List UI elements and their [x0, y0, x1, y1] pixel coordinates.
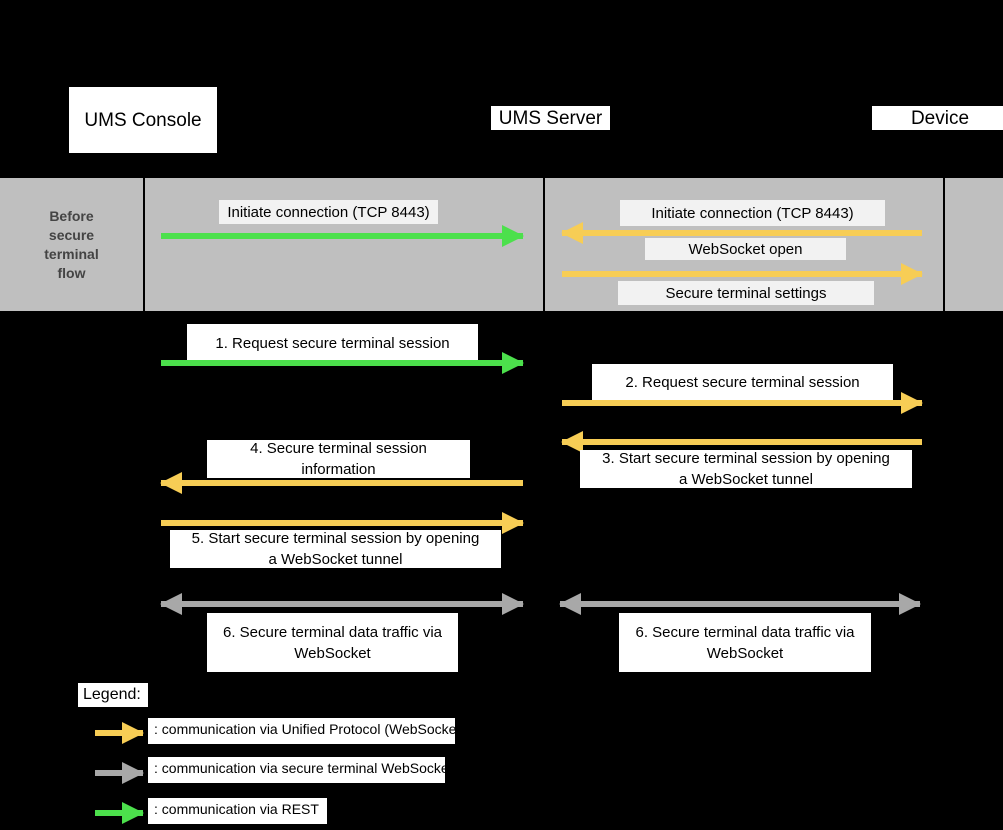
- band-label-secure-terminal-settings: Secure terminal settings: [618, 281, 874, 305]
- arrow-shaft: [95, 810, 143, 816]
- step-6-left-label: 6. Secure terminal data traffic via WebS…: [207, 613, 458, 672]
- arrow-head-right-icon: [901, 263, 923, 285]
- band-label-initiate-connection-console: Initiate connection (TCP 8443): [219, 200, 438, 224]
- legend-title: Legend:: [78, 683, 148, 707]
- arrow-head-right-icon: [122, 802, 144, 824]
- step-4-label: 4. Secure terminal session information: [207, 440, 470, 478]
- arrow-shaft: [560, 601, 920, 607]
- step-6-right-label: 6. Secure terminal data traffic via WebS…: [619, 613, 871, 672]
- arrow-shaft: [161, 601, 523, 607]
- arrow-shaft: [95, 730, 143, 736]
- arrow-head-left-icon: [559, 593, 581, 615]
- arrow-head-right-icon: [502, 225, 524, 247]
- participant-ums-console-label: UMS Console: [84, 109, 202, 131]
- legend-label-unified: : communication via Unified Protocol (We…: [148, 718, 465, 744]
- participant-ums-server: UMS Server: [491, 106, 610, 130]
- participant-ums-console: UMS Console: [69, 87, 217, 153]
- band-cell-title: Before secure terminal flow: [0, 178, 145, 311]
- participant-device: Device: [872, 106, 1003, 130]
- arrow-shaft: [161, 520, 523, 526]
- band-cell-console-server: [143, 178, 545, 311]
- arrow-head-right-icon: [899, 593, 921, 615]
- arrow-shaft: [562, 271, 922, 277]
- arrow-head-right-icon: [122, 762, 144, 784]
- band-label-websocket-open: WebSocket open: [645, 238, 846, 260]
- arrow-shaft: [161, 233, 523, 239]
- arrow-head-left-icon: [561, 222, 583, 244]
- band-cell-device: [943, 178, 1003, 311]
- arrow-head-left-icon: [561, 431, 583, 453]
- legend-label-rest: : communication via REST: [148, 798, 327, 824]
- arrow-shaft: [95, 770, 143, 776]
- step-2-label: 2. Request secure terminal session: [592, 364, 893, 400]
- arrow-shaft: [562, 230, 922, 236]
- legend-label-secure-ws: : communication via secure terminal WebS…: [148, 757, 453, 783]
- arrow-shaft: [562, 439, 922, 445]
- arrow-head-right-icon: [122, 722, 144, 744]
- step-3-label: 3. Start secure terminal session by open…: [580, 450, 912, 488]
- before-secure-terminal-flow-band: Before secure terminal flow Initiate con…: [0, 178, 1003, 311]
- arrow-head-left-icon: [160, 593, 182, 615]
- arrow-shaft: [562, 400, 922, 406]
- band-title: Before secure terminal flow: [44, 207, 99, 281]
- step-5-label: 5. Start secure terminal session by open…: [170, 530, 501, 568]
- band-label-initiate-connection-device: Initiate connection (TCP 8443): [620, 200, 885, 226]
- arrow-shaft: [161, 480, 523, 486]
- participant-device-label: Device: [910, 107, 970, 129]
- arrow-head-right-icon: [502, 512, 524, 534]
- arrow-shaft: [161, 360, 523, 366]
- step-1-label: 1. Request secure terminal session: [187, 324, 478, 362]
- participant-ums-server-label: UMS Server: [498, 107, 603, 129]
- arrow-head-left-icon: [160, 472, 182, 494]
- arrow-head-right-icon: [502, 352, 524, 374]
- arrow-head-right-icon: [901, 392, 923, 414]
- arrow-head-right-icon: [502, 593, 524, 615]
